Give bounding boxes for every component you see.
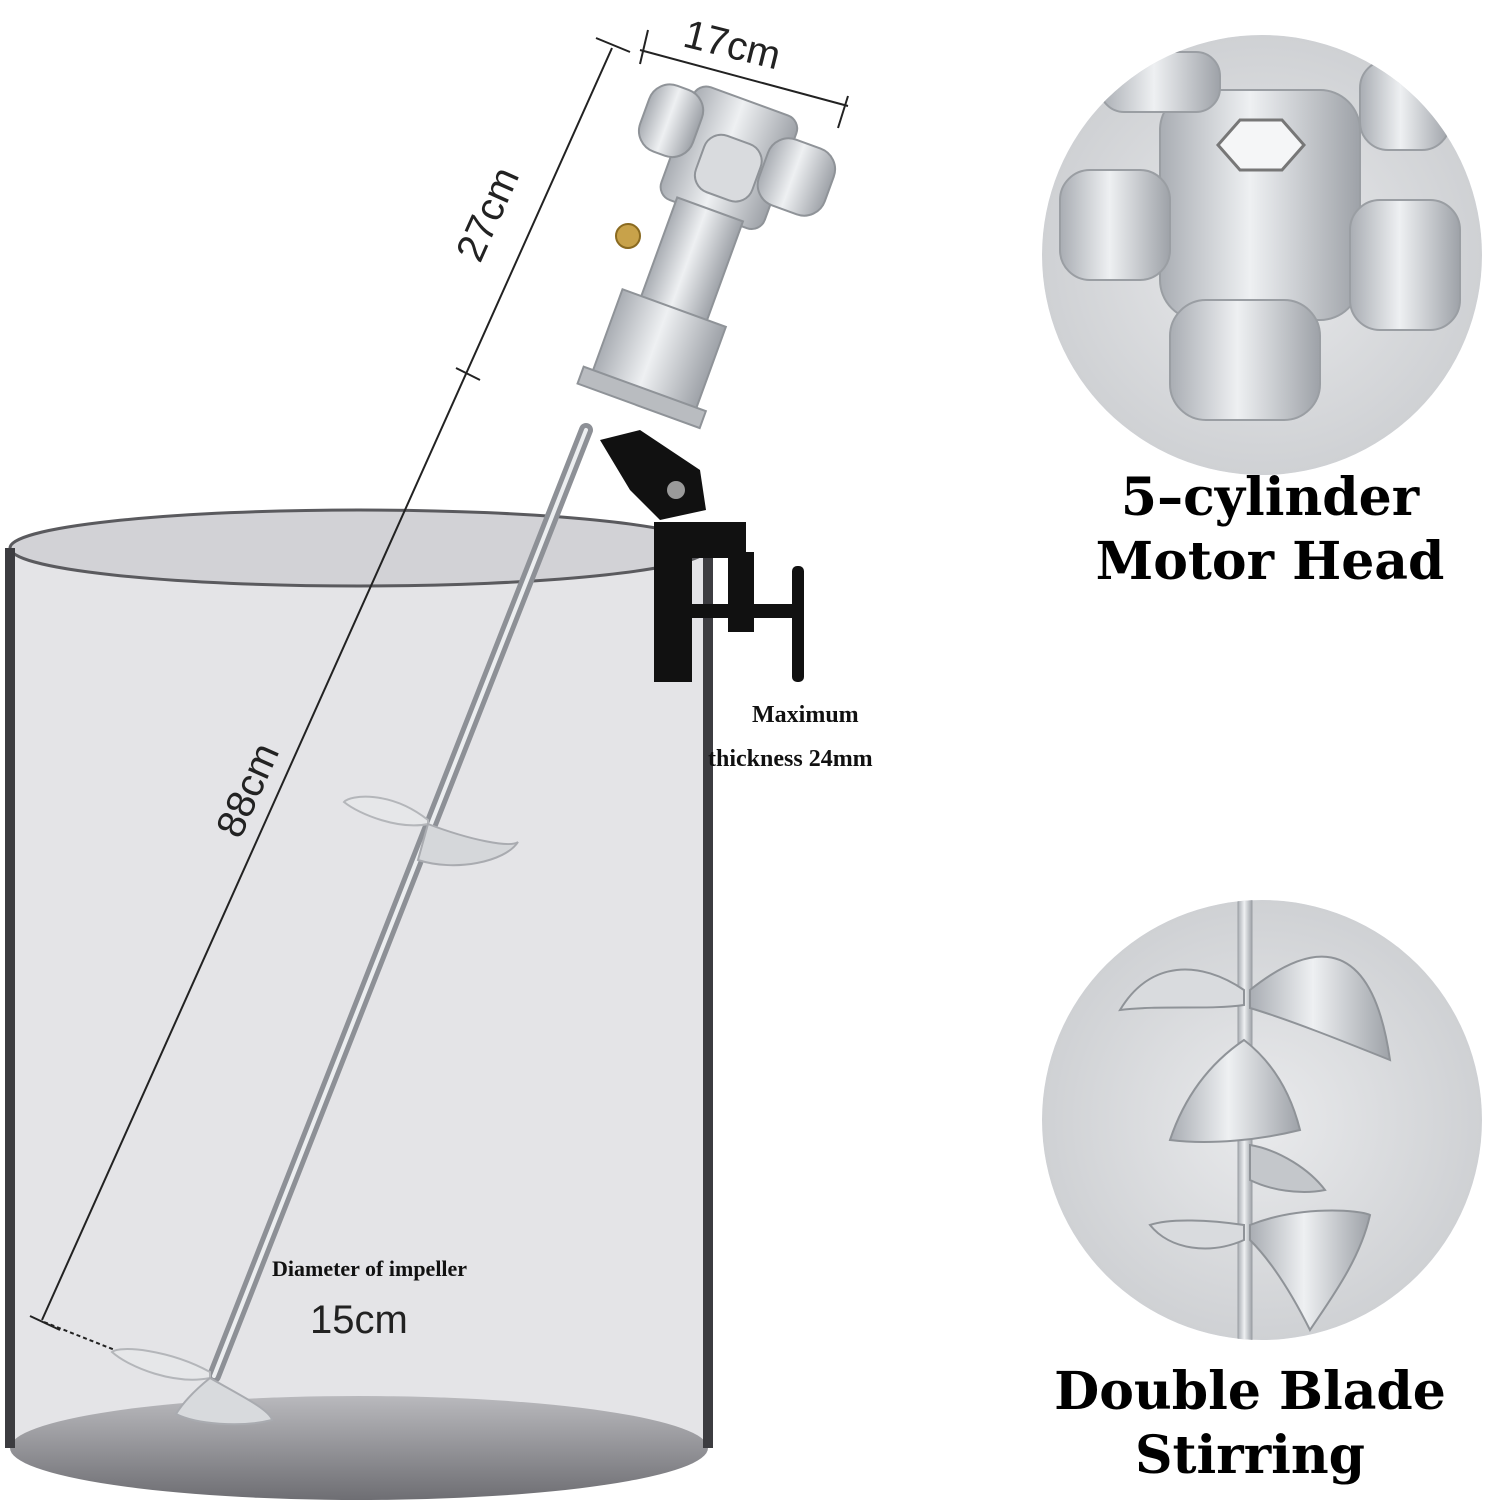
blades-title: Double Blade Stirring [1030,1360,1470,1488]
barrel-rim [8,508,710,588]
air-valve-icon [615,223,641,249]
barrel-floor [10,1396,708,1500]
motor-head-title-line1: 5–cylinder [1120,467,1420,528]
motor-head-title: 5–cylinder Motor Head [1060,466,1480,594]
clamp-thickness-line2: thickness 24mm [708,746,873,772]
dimension-lines [29,29,849,1357]
motor-head-title-line2: Motor Head [1095,531,1445,592]
upper-impeller [342,795,519,867]
impeller-diameter-label: Diameter of impeller [272,1256,468,1281]
width-tick-left [639,29,649,65]
length-dimension-line [41,47,613,1321]
motor-head [576,83,837,430]
mixer-shaft [207,423,593,1383]
blades-detail-photo [1042,900,1482,1340]
impeller-diameter-value: 15cm [310,1298,408,1342]
clamp-thickness-line1: Maximum [752,702,859,728]
blades-title-line1: Double Blade [1054,1361,1446,1422]
width-tick-right [837,95,849,129]
lower-impeller [110,1348,274,1426]
dimension-tick-top [595,37,631,53]
width-dimension-line [639,49,849,107]
blades-title-line2: Stirring [1134,1425,1366,1486]
barrel-clamp [600,430,804,682]
dimension-tick-middle [455,367,481,381]
motor-head-detail-photo [1042,35,1482,475]
